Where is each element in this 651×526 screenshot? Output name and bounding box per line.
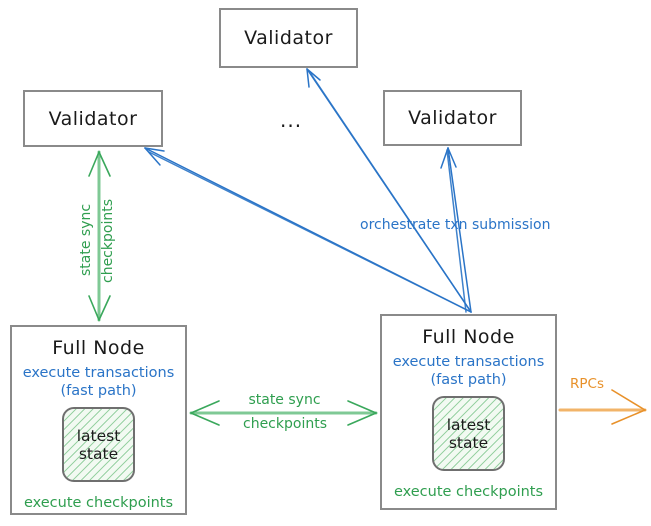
latest-state-line2: state — [78, 444, 119, 463]
edge-state-sync-horizontal — [189, 400, 378, 426]
full-node-execute-checkpoints: execute checkpoints — [393, 484, 544, 501]
edge-label-state-sync-vertical: state sync — [78, 192, 94, 288]
edge-rpcs — [558, 389, 647, 425]
full-node-execute-checkpoints: execute checkpoints — [23, 495, 174, 512]
latest-state-chip[interactable]: latest state — [432, 396, 505, 472]
edge-orchestrate-to-validator-left — [144, 147, 472, 313]
validators-ellipsis: ... — [280, 108, 303, 132]
edge-label-rpcs: RPCs — [570, 376, 604, 392]
full-node-execute-transactions-line2: (fast path) — [430, 371, 507, 388]
edge-label-state-sync-horizontal: state sync — [232, 392, 337, 409]
validator-label: Validator — [244, 27, 333, 49]
validator-box-left[interactable]: Validator — [23, 90, 163, 147]
edge-label-checkpoints-horizontal: checkpoints — [226, 416, 344, 433]
validator-label: Validator — [408, 107, 497, 129]
edge-label-line1: state sync — [78, 203, 94, 277]
full-node-execute-transactions-line1: execute transactions — [392, 354, 545, 370]
full-node-box-right[interactable]: Full Node execute transactions (fast pat… — [380, 314, 557, 510]
edge-state-sync-vertical — [88, 150, 111, 322]
full-node-title: Full Node — [52, 337, 145, 359]
edge-label-line1: state sync — [248, 392, 321, 408]
edge-orchestrate-to-validator-top — [306, 68, 472, 313]
latest-state-line1: latest — [446, 415, 491, 434]
full-node-execute-transactions-line1: execute transactions — [22, 365, 175, 381]
full-node-box-left[interactable]: Full Node execute transactions (fast pat… — [10, 325, 187, 515]
validator-box-right[interactable]: Validator — [383, 90, 522, 146]
full-node-execute-transactions-line2: (fast path) — [60, 382, 137, 399]
validator-box-top[interactable]: Validator — [219, 8, 358, 68]
edge-label-line2: checkpoints — [100, 199, 116, 283]
edge-label-checkpoints-vertical: checkpoints — [100, 186, 116, 296]
latest-state-line2: state — [448, 433, 489, 452]
edge-label-orchestrate-txn-submission: orchestrate txn submission — [360, 217, 551, 233]
full-node-title: Full Node — [422, 326, 515, 348]
edge-label-line2: checkpoints — [243, 416, 327, 432]
latest-state-chip[interactable]: latest state — [62, 407, 135, 483]
edge-orchestrate-to-validator-right — [440, 147, 472, 313]
latest-state-line1: latest — [76, 426, 121, 445]
validator-label: Validator — [48, 107, 138, 130]
